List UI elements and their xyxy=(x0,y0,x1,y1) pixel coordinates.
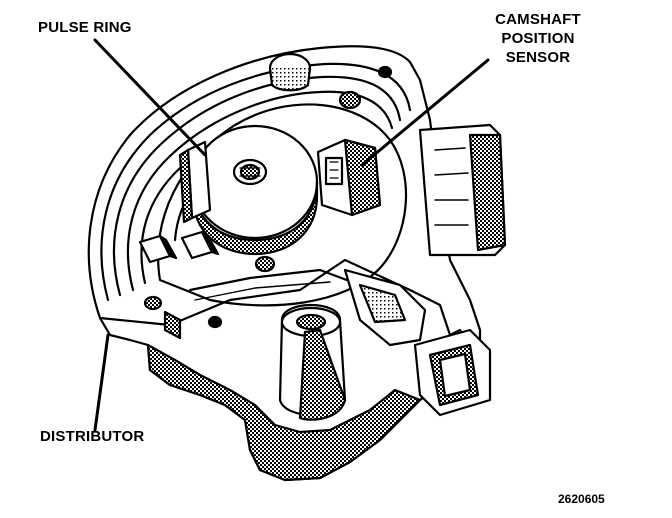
pulse-ring-label: PULSE RING xyxy=(38,19,132,36)
harness-plug xyxy=(413,328,492,417)
distributor-label: DISTRIBUTOR xyxy=(40,428,145,445)
pulse-ring-leader xyxy=(93,38,207,157)
camshaft-position-sensor-label: CAMSHAFT POSITION SENSOR xyxy=(474,10,602,67)
mounting-boss-top xyxy=(268,52,393,110)
sensor-connector xyxy=(418,123,507,257)
lower-bracket xyxy=(343,268,427,347)
camshaft-position-sensor xyxy=(316,138,382,217)
shaft-nut xyxy=(232,158,268,186)
mounting-screws xyxy=(143,255,276,329)
shaft-housing xyxy=(278,303,347,421)
leader-lines xyxy=(93,38,490,432)
distributor-leader xyxy=(93,333,110,432)
figure-number: 2620605 xyxy=(558,492,605,506)
camshaft-label-line1: CAMSHAFT xyxy=(495,11,581,28)
camshaft-label-line3: SENSOR xyxy=(505,49,571,66)
terminal-blocks xyxy=(138,230,220,264)
camshaft-sensor-leader xyxy=(360,58,490,167)
camshaft-label-line2: POSITION xyxy=(501,30,575,47)
